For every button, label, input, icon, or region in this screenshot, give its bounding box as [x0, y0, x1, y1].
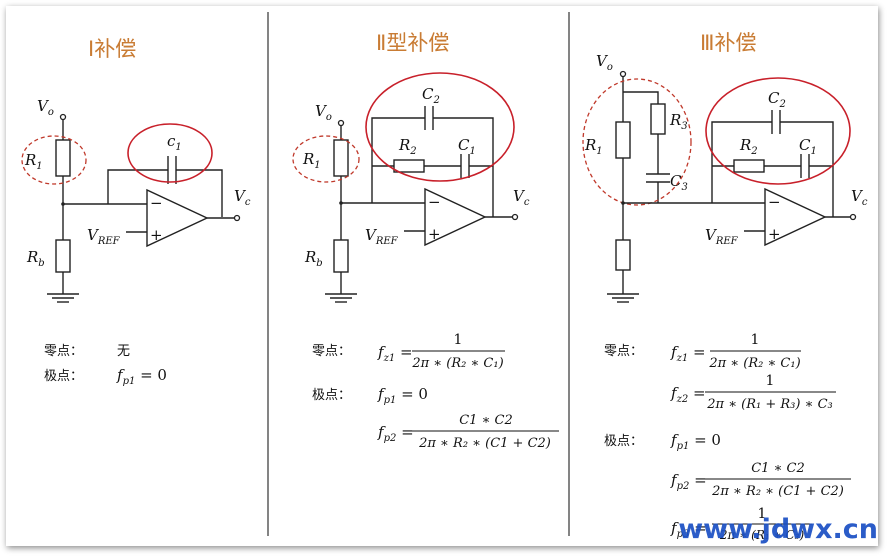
c3-label: C3: [670, 172, 688, 193]
panel-type3-title: Ⅲ补偿: [700, 31, 756, 55]
r1-label: R1: [302, 150, 321, 171]
panel-type2-title: Ⅱ型补偿: [376, 31, 449, 55]
c2-label: C2: [422, 85, 440, 106]
pole-label: 极点：: [44, 369, 83, 384]
feedback-highlight-ring: [705, 77, 851, 185]
r1-highlight-ring: [21, 135, 87, 185]
vc-label: Vc: [851, 187, 868, 208]
fp2-numerator: C1 ∗ C2: [459, 413, 513, 428]
zero-value: 无: [117, 344, 130, 359]
opamp-minus: −: [150, 194, 163, 212]
opamp: [424, 187, 487, 247]
fz1-denominator: 2π ∗ (R₂ ∗ C₁): [708, 356, 800, 371]
fp1-formula: fp1 = 0: [670, 431, 721, 452]
pole-label: 极点：: [604, 434, 643, 449]
vo-label: Vo: [596, 52, 613, 73]
resistor-r1: [333, 139, 349, 177]
fz1-numerator: 1: [751, 332, 760, 348]
fp1-formula: fp1 = 0: [116, 366, 167, 387]
panel-type2: Ⅱ型补偿 Vo R1 C2 R2 C1 − + VREF Vc: [292, 31, 559, 451]
c1-label: c1: [167, 132, 182, 153]
opamp-minus: −: [768, 193, 781, 211]
vo-terminal: [619, 70, 627, 78]
opamp-minus: −: [428, 193, 441, 211]
rb-label: Rb: [304, 248, 323, 269]
vc-label: Vc: [513, 187, 530, 208]
fp1-formula: fp1 = 0: [377, 385, 428, 406]
resistor-rb: [55, 239, 71, 273]
c2-label: C2: [768, 89, 786, 110]
fz1-denominator: 2π ∗ (R₂ ∗ C₁): [411, 356, 503, 371]
resistor-r3: [650, 103, 666, 135]
resistor-r1: [615, 121, 631, 159]
panel-type1-title: Ⅰ补偿: [88, 37, 136, 61]
vref-label: VREF: [87, 226, 121, 247]
resistor-rb: [333, 239, 349, 273]
resistor-r1: [55, 139, 71, 177]
vc-terminal: [233, 214, 241, 222]
r1-label: R1: [584, 136, 603, 157]
fz2-denominator: 2π ∗ (R₁ + R₃) ∗ C₃: [706, 397, 832, 412]
panel-type1: Ⅰ补偿 Vo R1 c1 − + VREF Vc Rb 零: [21, 37, 251, 387]
resistor-r2: [393, 159, 425, 173]
vc-terminal: [511, 213, 519, 221]
fp2-denominator: 2π ∗ R₂ ∗ (C1 + C2): [418, 436, 551, 451]
panel-type3: Ⅲ补偿 Vo R1 R3 C3 C2 R2 C1: [582, 31, 868, 542]
fp2-denominator: 2π ∗ R₂ ∗ (C1 + C2): [711, 484, 844, 499]
zero-label: 零点：: [604, 344, 643, 359]
c1-label: C1: [799, 136, 817, 157]
figure-frame: [6, 6, 878, 546]
c1-label: C1: [458, 136, 476, 157]
r2-label: R2: [739, 136, 758, 157]
fp3-formula: fp3 =: [670, 519, 707, 540]
r1-label: R1: [24, 151, 43, 172]
watermark: www.jdwx.cn: [678, 514, 878, 545]
opamp: [764, 187, 827, 247]
vo-terminal: [59, 113, 67, 121]
vo-label: Vo: [37, 97, 54, 118]
zero-label: 零点：: [312, 344, 351, 359]
vref-label: VREF: [365, 226, 399, 247]
resistor-r2: [733, 159, 765, 173]
fz1-formula: fz1 =: [377, 343, 413, 364]
vo-terminal: [337, 119, 345, 127]
fp2-formula: fp2 =: [670, 471, 707, 492]
opamp-plus: +: [428, 225, 441, 243]
resistor-rb: [615, 239, 631, 271]
r3-label: R3: [669, 111, 688, 132]
vc-label: Vc: [234, 187, 251, 208]
r2-label: R2: [398, 136, 417, 157]
feedback-highlight-ring: [365, 72, 515, 182]
vc-terminal: [849, 213, 857, 221]
fz2-numerator: 1: [766, 373, 775, 389]
input-highlight-ring: [582, 78, 692, 206]
opamp: [146, 188, 209, 248]
zero-label: 零点：: [44, 344, 83, 359]
fp3-numerator: 1: [758, 506, 767, 522]
fp2-formula: fp2 =: [377, 423, 414, 444]
vo-label: Vo: [315, 102, 332, 123]
opamp-plus: +: [768, 225, 781, 243]
vref-label: VREF: [705, 226, 739, 247]
rb-label: Rb: [26, 248, 45, 269]
fz1-formula: fz1 =: [670, 343, 706, 364]
c1-highlight-ring: [127, 123, 213, 183]
r1-highlight-ring: [292, 135, 360, 183]
fp2-numerator: C1 ∗ C2: [751, 461, 805, 476]
fp3-denominator: 2π ∗ (R₁ ∗ C₃): [719, 528, 805, 542]
pole-label: 极点：: [312, 388, 351, 403]
fz2-formula: fz2 =: [670, 384, 706, 405]
fz1-numerator: 1: [454, 332, 463, 348]
opamp-plus: +: [150, 226, 163, 244]
